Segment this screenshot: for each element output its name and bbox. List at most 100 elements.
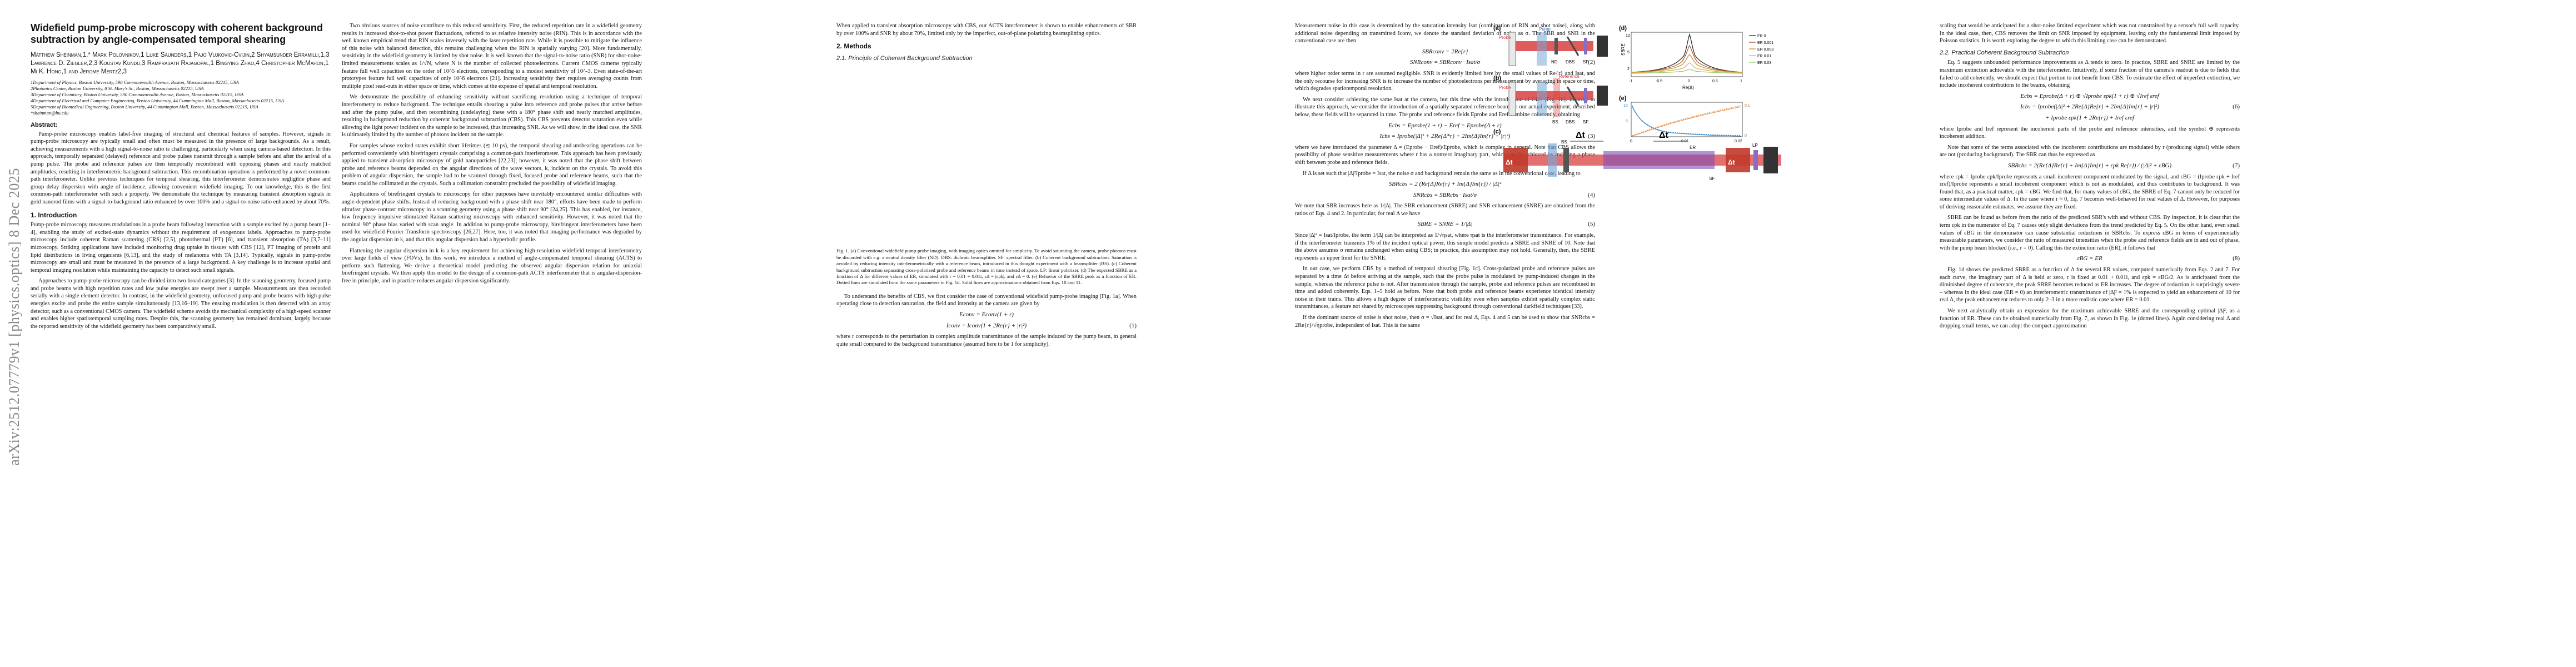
pump-beam-b — [1537, 82, 1547, 116]
plot-d-xtick-1: -1 — [1629, 79, 1632, 83]
equation-4b: SNRcbs = SBRcbs · Isat/σ(4) — [1413, 191, 1595, 198]
plot-d-frame — [1631, 32, 1743, 77]
camera-a — [1597, 36, 1608, 57]
panel-c-label: (c) — [1493, 128, 1501, 135]
abstract-heading: Abstract: — [31, 122, 58, 128]
affiliation-2: 2Photonics Center, Boston University, 8 … — [31, 86, 204, 91]
affiliation-5: 5Department of Biomedical Engineering, B… — [31, 104, 258, 109]
figure-1-space — [836, 64, 1137, 248]
plot-d-xlabel: Re(Δ) — [1682, 85, 1694, 90]
affiliation-4: 4Department of Electrical and Computer E… — [31, 98, 285, 103]
legend-item-4: ER 0.01 — [1757, 54, 1771, 58]
equation-7: SBRcbs = 2(Re{Δ}Re{r} + Im{Δ}Im{r} + εpk… — [2007, 162, 2240, 169]
equation-2b: SNRconv = SBRconv · Isat/σ(2) — [1409, 59, 1595, 66]
panel-d-label: (d) — [1619, 25, 1627, 32]
curve-optimal-delta-approx — [1632, 106, 1742, 137]
plot-d-ytick-3: 10 — [1626, 34, 1630, 38]
legend-item-1: ER 0 — [1757, 34, 1766, 38]
plot-e-left-tick-2: 5 — [1626, 120, 1628, 123]
paper-title: Widefield pump-probe microscopy with coh… — [31, 22, 323, 45]
pump-beam-a — [1537, 32, 1547, 66]
page-1: Widefield pump-probe microscopy with coh… — [31, 0, 642, 667]
equation-1a: Econv = Econv(1 + r) — [959, 311, 1014, 318]
curve-er-001 — [1631, 62, 1743, 73]
camera-c — [1763, 147, 1778, 173]
column-4-paragraph-1: Measurement noise in this case is determ… — [1295, 23, 1595, 44]
column-4-paragraph-9: If the dominant source of noise is shot … — [1295, 315, 1595, 328]
dt-label-top-2: Δt — [1659, 131, 1669, 140]
equation-6c: + Iprobe εpk(1 + 2Re{r}) + Iref εref — [2045, 114, 2134, 121]
section-1-heading: 1. Introduction — [31, 211, 77, 219]
page2-column-right: Measurement noise in this case is determ… — [1295, 22, 1595, 332]
curve-er-0 — [1631, 33, 1743, 73]
plot-d-xtick-4: 0.5 — [1712, 79, 1718, 83]
plot-d-legend: ER 0 ER 0.001 ER 0.003 ER 0.01 ER 0.03 — [1749, 34, 1773, 65]
equation-3b: Icbs = Iprobe(|Δ|² + 2Re{Δ*r} + 2Im{Δ}Im… — [1379, 133, 1595, 140]
column-4-paragraph-7: Since |Δ|² = Isat/Iprobe, the term 1/|Δ|… — [1295, 232, 1595, 261]
abstract-text: Pump-probe microscopy enables label-free… — [31, 131, 331, 205]
plot-e-xtick-3: 0.02 — [1735, 140, 1742, 143]
bs-label-b: BS — [1552, 120, 1558, 125]
probe-label-b: Probe — [1499, 85, 1511, 90]
plot-e-xlabel: ER — [1690, 145, 1696, 150]
dbs-b — [1566, 86, 1580, 106]
figure-1-svg: (a) Probe Pump ND DBS SF (b) Probe Refer… — [1493, 25, 1781, 181]
column-2-paragraph-2: We demonstrate the possibility of enhanc… — [342, 94, 642, 138]
section-1-paragraph-1: Pump-probe microscopy measures modulatio… — [31, 222, 331, 273]
legend-item-5: ER 0.03 — [1757, 61, 1771, 65]
plot-e-left-tick-1: 10 — [1623, 104, 1628, 108]
curve-peak-sbre-sim — [1632, 105, 1742, 136]
plot-d-xtick-5: 1 — [1740, 79, 1742, 83]
birefringent-crystal-2 — [1726, 148, 1750, 172]
sf-label-a: SF — [1583, 59, 1588, 64]
page1-column-left: Widefield pump-probe microscopy with coh… — [31, 22, 331, 334]
column-2-paragraph-1: Two obvious sources of noise contribute … — [342, 23, 642, 89]
equation-6a: Ecbs = Eprobe(Δ + r) ⊕ √Iprobe εpk(1 + r… — [2020, 92, 2159, 99]
corresponding-email[interactable]: *sheinman@bu.edu — [31, 110, 69, 116]
nd-label: ND — [1551, 59, 1558, 64]
dbs-a — [1566, 36, 1580, 56]
equation-3a: Ecbs = Eprobe(1 + r) − Eref = Eprobe(Δ +… — [1388, 122, 1502, 129]
column-3-paragraph-2: To understand the benefits of CBS, we fi… — [836, 293, 1137, 307]
dt-label-right: Δt — [1728, 158, 1735, 166]
column-2-paragraph-5: Flattening the angular dispersion in k i… — [342, 247, 642, 284]
arxiv-stamp: arXiv:2512.07779v1 [physics.optics] 8 De… — [3, 67, 26, 567]
column-5-paragraph-2: Eq. 5 suggests unbounded performance imp… — [1940, 59, 2240, 89]
birefringent-crystal-1 — [1503, 148, 1528, 172]
legend-item-3: ER 0.003 — [1757, 48, 1773, 52]
curve-er-003 — [1631, 69, 1743, 74]
lp-label-c: LP — [1752, 143, 1758, 148]
column-5-paragraph-5: where εpk = Iprobe εpk/Iprobe represents… — [1940, 173, 2240, 210]
column-4-paragraph-3: We next consider achieving the same Isat… — [1295, 96, 1595, 118]
equation-5: SBRE = SNRE = 1/|Δ|(5) — [1417, 221, 1595, 228]
figure-1-caption: Fig. 1. (a) Conventional widefield pump-… — [836, 248, 1137, 286]
dbs-label-b: DBS — [1566, 120, 1575, 125]
dt-label-top-1: Δt — [1576, 131, 1586, 140]
equation-8: εBG = ER(8) — [2077, 255, 2240, 262]
sf-label-b: SF — [1583, 120, 1588, 125]
column-5-paragraph-3: where Iprobe and Iref represent the inco… — [1940, 126, 2240, 140]
column-5-paragraph-7: Fig. 1d shows the predicted SBRE as a fu… — [1940, 267, 2240, 303]
section-2-1-heading: 2.1. Principle of Coherent Background Su… — [836, 54, 973, 62]
page2-column-left: When applied to transient absorption mic… — [836, 22, 1137, 351]
bs-c — [1563, 148, 1569, 172]
legend-item-2: ER 0.001 — [1757, 41, 1773, 45]
figure-1: (a) Probe Pump ND DBS SF (b) Probe Refer… — [1492, 22, 1792, 211]
column-2-paragraph-3: For samples whose excited states exhibit… — [342, 142, 642, 187]
page3-column-left: scaling that would be anticipated for a … — [1940, 22, 2240, 334]
column-4-paragraph-2: where higher order terms in r are assume… — [1295, 70, 1595, 92]
plot-e-right-tick-1: 0.1 — [1745, 104, 1750, 108]
column-5-paragraph-8: We next analytically obtain an expressio… — [1940, 308, 2240, 330]
column-5-paragraph-6: SBRE can be found as before from the rat… — [1940, 215, 2240, 251]
sf-label-c: SF — [1709, 176, 1715, 181]
affiliation-3: 3Department of Chemistry, Boston Univers… — [31, 92, 244, 97]
plot-e-right-tick-2: 0 — [1745, 134, 1747, 138]
section-2-heading: 2. Methods — [836, 42, 871, 51]
column-4-paragraph-5: If Δ is set such that |Δ|²Iprobe = Isat,… — [1303, 170, 1581, 177]
panel-a-label: (a) — [1493, 25, 1501, 32]
page-2: When applied to transient absorption mic… — [656, 0, 1934, 667]
page1-column-right: Two obvious sources of noise contribute … — [342, 22, 642, 288]
nd-filter-a — [1554, 38, 1558, 54]
author-list: Matthew Sheinman,1,* Mark Polovnikov,1 L… — [31, 52, 330, 75]
plot-d-xtick-2: -0.5 — [1656, 79, 1662, 83]
